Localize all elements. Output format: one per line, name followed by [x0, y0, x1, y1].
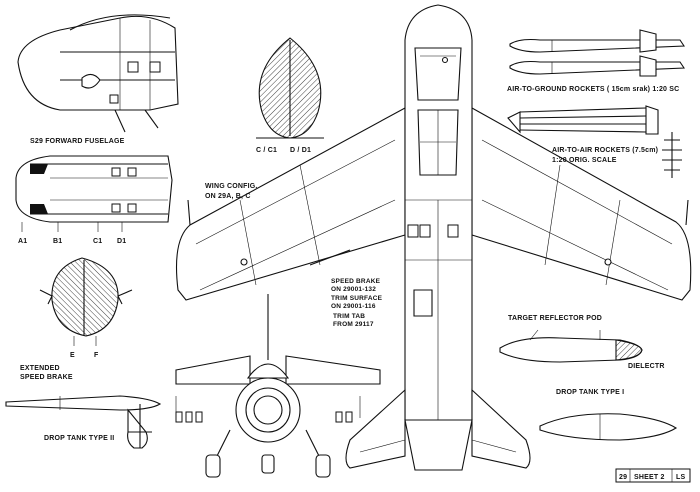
aircraft-plan-view [175, 4, 692, 471]
drop-tank-type-1 [539, 413, 678, 441]
wing-config-label-line1: WING CONFIG. [205, 183, 258, 190]
extended-label-line1: EXTENDED [20, 365, 60, 372]
station-a1-label: A1 [18, 238, 27, 245]
trim-surface-label-line1: TRIM SURFACE [331, 295, 383, 302]
air-to-air-label-line1: AIR-TO-AIR ROCKETS (7.5cm) [552, 147, 658, 154]
trim-tab-label-line2: FROM 29117 [333, 321, 374, 328]
sheet-number: 29 [619, 474, 627, 481]
section-e-label: E [70, 352, 75, 359]
sheet-initials: LS [676, 474, 685, 481]
extended-label-line2: SPEED BRAKE [20, 374, 73, 381]
wing-config-label-line2: ON 29A, B, C [205, 193, 251, 200]
sheet-label: SHEET 2 [634, 474, 665, 481]
station-b1-label: B1 [53, 238, 62, 245]
trim-surface-label-line2: ON 29001-116 [331, 303, 376, 310]
drop-tank-2-label: DROP TANK TYPE II [44, 435, 114, 442]
aircraft-front-view [175, 294, 381, 478]
fuselage-cross-section-ef [39, 257, 133, 346]
air-to-air-rockets [507, 105, 682, 178]
forward-fuselage-side-view [17, 14, 179, 133]
section-d-label: D / D1 [290, 147, 311, 154]
section-c-label: C / C1 [256, 147, 277, 154]
air-to-ground-rockets [509, 29, 686, 77]
forward-fuselage-top-view [15, 155, 173, 232]
speed-brake-label-line2: ON 29001-132 [331, 286, 376, 293]
air-to-ground-label: AIR-TO-GROUND ROCKETS ( 15cm srak) 1:20 … [507, 86, 679, 93]
drop-tank-1-label: DROP TANK TYPE I [556, 389, 624, 396]
target-reflector-pod [499, 329, 643, 363]
fuselage-cross-section-cd [256, 37, 324, 139]
speed-brake-label-line1: SPEED BRAKE [331, 278, 381, 285]
trim-tab-label-line1: TRIM TAB [333, 313, 365, 320]
air-to-air-label-line2: 1:20 ORIG. SCALE [552, 157, 617, 164]
section-f-label: F [94, 352, 99, 359]
forward-fuselage-label: S29 FORWARD FUSELAGE [30, 138, 125, 145]
sheet-title-box [615, 468, 691, 483]
dielectric-label: DIELECTR [628, 363, 665, 370]
station-c1-label: C1 [93, 238, 102, 245]
drop-tank-type-2 [5, 395, 162, 449]
target-pod-label: TARGET REFLECTOR POD [508, 315, 602, 322]
station-d1-label: D1 [117, 238, 126, 245]
